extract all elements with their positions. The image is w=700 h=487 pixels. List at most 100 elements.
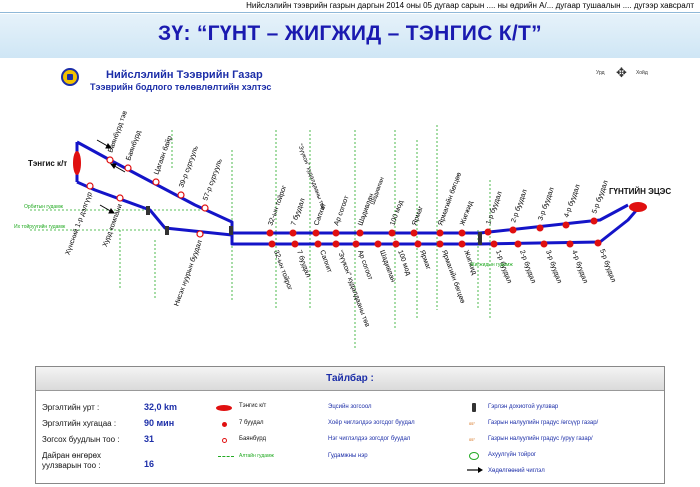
stat-value-stops: 31: [144, 434, 155, 444]
terminal-tengis: [73, 151, 81, 175]
stop-lower-label-0: Хүнсний 1-р дэлгүүр: [64, 191, 94, 256]
legend-panel: Тайлбар : Эргэлтийн урт : 32,0 km Эргэлт…: [35, 366, 665, 484]
stop-upper-label-6: 7 буудал: [289, 197, 306, 227]
slope-up-icon: 05°: [469, 421, 476, 426]
stop-upper-label-14: 1-р буудал: [484, 190, 503, 225]
stop-upper-18: [590, 217, 598, 225]
stop-upper-4: [201, 204, 209, 212]
stop-upper-label-13: Жигжид: [459, 200, 474, 226]
street-lines: [30, 125, 491, 350]
stop-lower-11: [436, 240, 444, 248]
terminal-gunt: [629, 202, 647, 212]
line-label-street-name: Гудамжны нэр: [328, 453, 368, 459]
stop-upper-3: [177, 191, 185, 199]
street-left-2: Их тойруугийн гудамж: [14, 224, 66, 230]
roundabout-icon: [469, 452, 479, 460]
stop-upper-label-8: Ар согоот: [333, 194, 351, 226]
stop-upper-13: [458, 229, 466, 237]
sign-label-direction: Хөдөлгөөний чиглэл: [488, 468, 545, 474]
stop-lower-5: [314, 240, 322, 248]
stop-lower-label-16: 4-р буудал: [570, 249, 589, 284]
legend-title: Тайлбар :: [36, 367, 664, 391]
stop-upper-label-17: 4-р буудал: [562, 183, 581, 218]
symbol-label-stop-ring: Баянбүрд: [239, 436, 266, 442]
stat-label-intersections: Дайран өнгөрөх уулзварын тоо :: [42, 451, 102, 470]
stop-upper-6: [289, 229, 297, 237]
symbol-label-street: Алтайн гудамж: [239, 453, 274, 459]
stop-lower-label-11: Ярмагийн бөгцөө: [440, 249, 467, 305]
stop-lower-label-3: 32-ын тойрог: [272, 249, 294, 292]
stop-upper-2: [152, 178, 160, 186]
stop-upper-label-15: 2-р буудал: [509, 188, 528, 223]
stop-upper-label-16: 3-р буудал: [536, 186, 555, 221]
stop-lower-label-1: Хурд компани: [102, 203, 124, 248]
stop-lower-6: [332, 240, 340, 248]
stop-lower-label-17: 5-р буудал: [598, 248, 617, 283]
org-subtitle: Тээврийн бодлого төлөвлөлтийн хэлтэс: [90, 82, 272, 92]
stop-lower-14: [514, 240, 522, 248]
stop-upper-label-10: 100 мод: [389, 200, 405, 227]
stop-upper-5: [266, 229, 274, 237]
stop-lower-label-7: Ар согоот: [356, 249, 374, 281]
street-symbol-icon: [218, 456, 234, 457]
stat-label-stops: Зогсох буудлын тоо :: [42, 435, 120, 444]
street-right-1: Жигжидын гудамж: [470, 262, 513, 268]
terminal-symbol-icon: [216, 405, 232, 411]
stop-upper-0: [106, 156, 114, 164]
stop-lower-label-15: 3-р буудал: [544, 249, 563, 284]
stop-lower-label-2: Нисэх нуурын буудал: [173, 239, 204, 307]
stop-lower-12: [458, 240, 466, 248]
traffic-lights: [146, 206, 482, 245]
stop-upper-label-3: 39-р сургууль: [178, 145, 200, 189]
stop-lower-0: [86, 182, 94, 190]
terminal-end-label: ГҮНТИЙН ЭЦЭС: [609, 187, 672, 196]
stop-upper-1: [124, 164, 132, 172]
stop-upper-14: [484, 228, 492, 236]
line-label-final-stop: Эцсийн зогсоол: [328, 404, 372, 410]
stop-lower-17: [594, 239, 602, 247]
compass-cross-icon: ✥: [616, 65, 627, 80]
compass-east: Хойд: [636, 70, 648, 76]
stop-lower-2: [196, 230, 204, 238]
stop-upper-label-4: 57-р сургууль: [202, 158, 224, 202]
stop-upper-label-0: Баянбүрд тэв: [106, 109, 129, 153]
stop-lower-label-5: Сапхит: [318, 249, 333, 274]
stat-value-duration: 90 мин: [144, 418, 175, 428]
stop-upper-10: [388, 229, 396, 237]
stop-lower-16: [566, 240, 574, 248]
stop-upper-16: [536, 224, 544, 232]
stop-upper-label-5: 32-ын тойрог: [266, 184, 288, 227]
stop-upper-label-11: Ярмаг: [411, 205, 425, 227]
direction-arrow-icon: [467, 467, 483, 473]
route-title: ЗҮ: “ГҮНТ – ЖИГЖИД – ТЭНГИС К/Т”: [158, 22, 542, 45]
compass-west: Урд: [596, 70, 605, 76]
shadivlan-top-label: Шадивлан: [370, 176, 386, 205]
slope-down-icon: 05°: [469, 437, 476, 442]
stop-lower-label-14: 2-р буудал: [518, 249, 537, 284]
stop-upper-12: [436, 229, 444, 237]
stat-value-intersections: 16: [144, 459, 155, 469]
stop-symbol-icon: [222, 422, 227, 427]
stop-upper-label-18: 5-р буудал: [590, 179, 609, 214]
stop-lower-15: [540, 240, 548, 248]
symbol-label-terminal: Тэнгис к/т: [239, 403, 267, 409]
sign-label-slope-up: Газрын налуулийн градус /өгсүүр газар/: [488, 420, 599, 426]
org-name: Нийслэлийн Тээврийн Газар: [106, 69, 263, 81]
stop-lower-3: [268, 240, 276, 248]
stop-upper-11: [410, 229, 418, 237]
stop-upper-8: [332, 229, 340, 237]
stops-layer: [86, 156, 602, 248]
compass: Урд ✥ Хойд: [596, 64, 686, 84]
stop-upper-15: [509, 226, 517, 234]
stop-upper-9: [356, 229, 364, 237]
street-left-1: Орбитын гудамж: [24, 204, 63, 210]
title-banner: [0, 14, 700, 58]
stop-lower-1: [116, 194, 124, 202]
header-note: Нийслэлийн тээврийн газрын даргын 2014 о…: [0, 0, 700, 13]
sign-label-slope-down: Газрын налуулийн градус /уруу газар/: [488, 436, 593, 442]
ntg-logo: [61, 68, 79, 86]
stop-lower-label-8: Шадивлан: [378, 249, 396, 283]
stop-upper-label-2: Цагаан байр: [152, 135, 173, 176]
stop-upper-17: [562, 221, 570, 229]
